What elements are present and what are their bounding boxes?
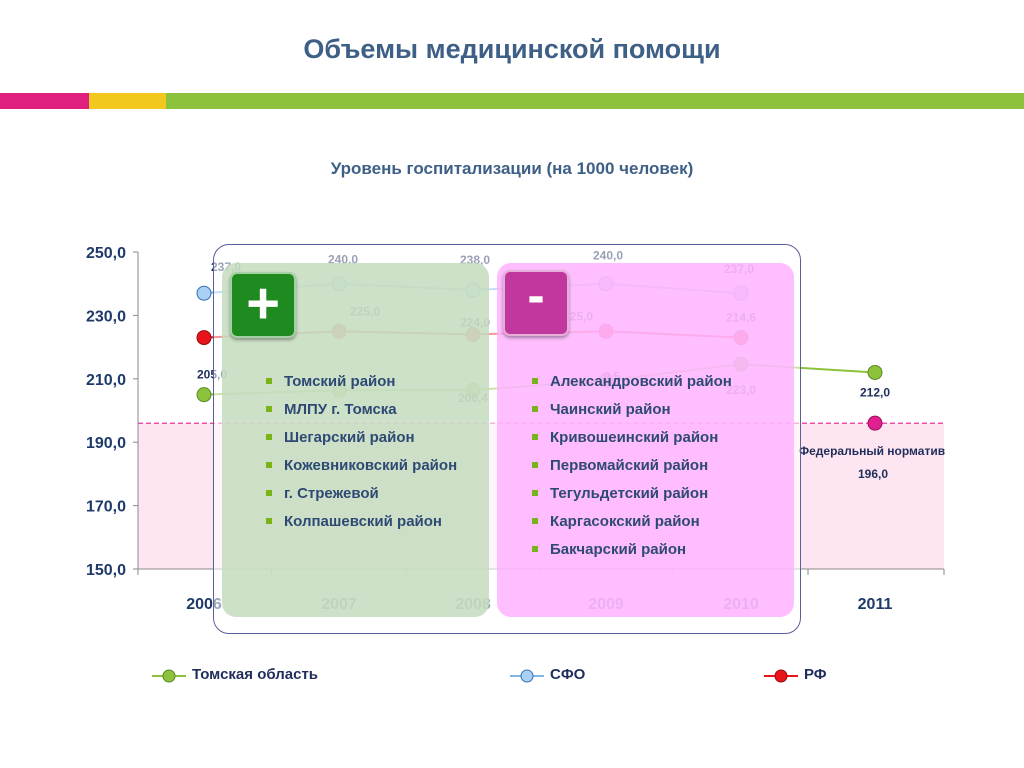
y-tick-label: 170,0 xyxy=(86,499,126,516)
legend-label: Томская область xyxy=(192,666,319,683)
list-item: Бакчарский район xyxy=(532,538,782,562)
list-item: г. Стрежевой xyxy=(266,482,481,506)
x-tick-label: 2011 xyxy=(858,596,893,613)
x-tick-label: 2006 xyxy=(186,596,222,613)
legend-marker-sfo xyxy=(510,669,544,683)
legend-marker-tomsk xyxy=(152,669,186,683)
legend-label: СФО xyxy=(550,666,586,683)
norm-value-label: 196,0 xyxy=(858,467,888,481)
stripe-yellow xyxy=(89,93,166,109)
chart-subtitle: Уровень госпитализации (на 1000 человек) xyxy=(330,159,694,178)
list-item: Томский район xyxy=(266,370,481,394)
legend-label: РФ xyxy=(804,666,827,683)
y-tick-label: 190,0 xyxy=(86,435,126,452)
data-point-tomsk xyxy=(196,387,212,403)
list-item: Чаинский район xyxy=(532,398,782,422)
stripe-pink xyxy=(0,93,89,109)
data-point-rf xyxy=(196,330,212,346)
y-tick-label: 210,0 xyxy=(86,372,126,389)
minus-sign-icon: - xyxy=(503,270,569,336)
minus-district-list: Александровский район Чаинский район Кри… xyxy=(532,370,782,566)
list-item: Колпашевский район xyxy=(266,510,481,534)
list-item: Шегарский район xyxy=(266,426,481,450)
data-point-sfo xyxy=(196,285,212,301)
norm-point xyxy=(867,415,883,431)
list-item: МЛПУ г. Томска xyxy=(266,398,481,422)
list-item: Кривошеинский район xyxy=(532,426,782,450)
legend-marker-rf xyxy=(764,669,798,683)
norm-label: Федеральный норматив xyxy=(799,444,945,458)
header-stripes xyxy=(0,93,1024,109)
plus-sign-icon: + xyxy=(230,272,296,338)
plus-district-list: Томский район МЛПУ г. Томска Шегарский р… xyxy=(266,370,481,538)
list-item: Александровский район xyxy=(532,370,782,394)
y-tick-label: 230,0 xyxy=(86,308,126,325)
data-point-tomsk xyxy=(867,364,883,380)
list-item: Кожевниковский район xyxy=(266,454,481,478)
page-title: Объемы медицинской помощи xyxy=(303,34,721,64)
y-tick-label: 150,0 xyxy=(86,562,126,579)
list-item: Тегульдетский район xyxy=(532,482,782,506)
stripe-green xyxy=(166,93,1024,109)
list-item: Первомайский район xyxy=(532,454,782,478)
chart-legend: Томская область СФО РФ xyxy=(0,662,1024,690)
list-item: Каргасокский район xyxy=(532,510,782,534)
data-label-tomsk: 212,0 xyxy=(860,385,890,399)
y-tick-label: 250,0 xyxy=(86,245,126,262)
